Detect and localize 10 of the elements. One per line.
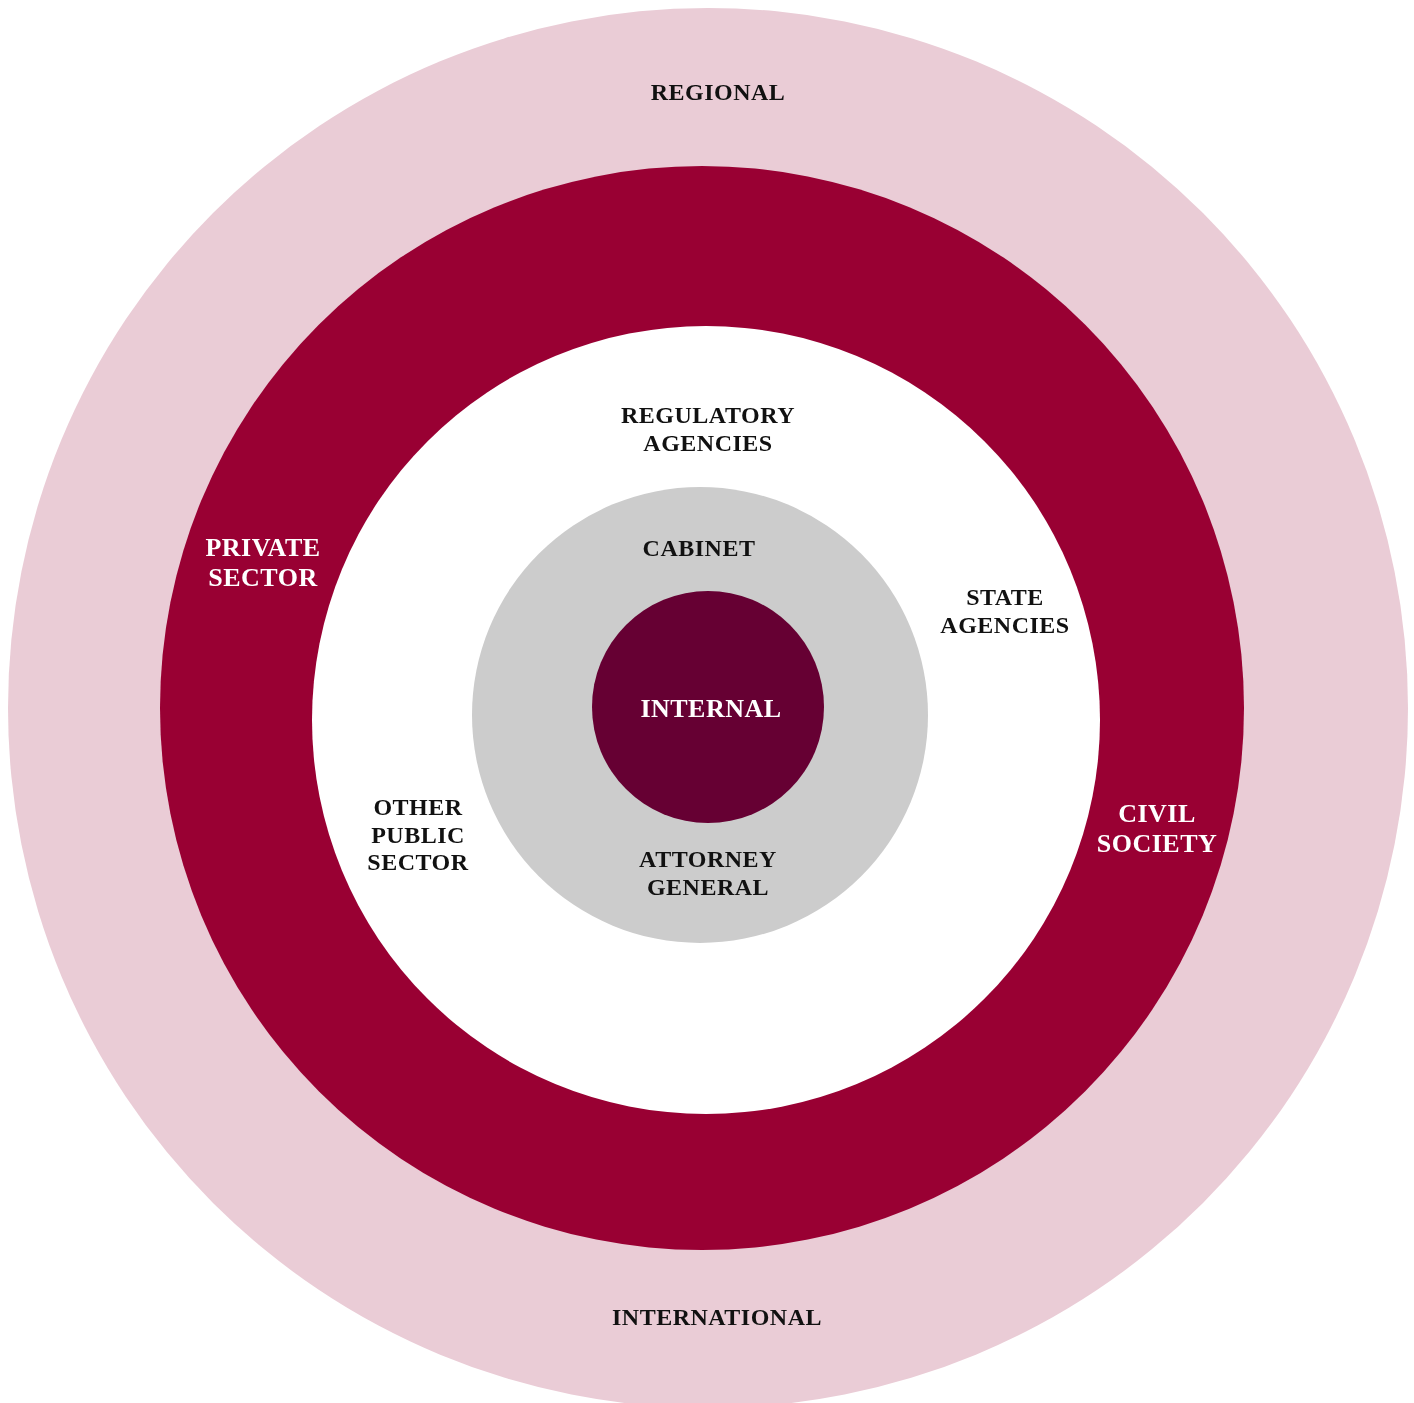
- ring-label: ATTORNEY GENERAL: [638, 846, 778, 902]
- ring-label: REGULATORY AGENCIES: [620, 402, 796, 458]
- ring-label: INTERNATIONAL: [610, 1304, 824, 1332]
- ring-label: INTERNAL: [639, 694, 783, 724]
- ring-label: STATE AGENCIES: [939, 584, 1071, 640]
- ring-label: CIVIL SOCIETY: [1095, 799, 1219, 859]
- ring-label: REGIONAL: [649, 79, 787, 107]
- ring-label: PRIVATE SECTOR: [204, 533, 322, 593]
- ring-label: CABINET: [641, 535, 757, 563]
- ring-label: OTHER PUBLIC SECTOR: [366, 793, 470, 877]
